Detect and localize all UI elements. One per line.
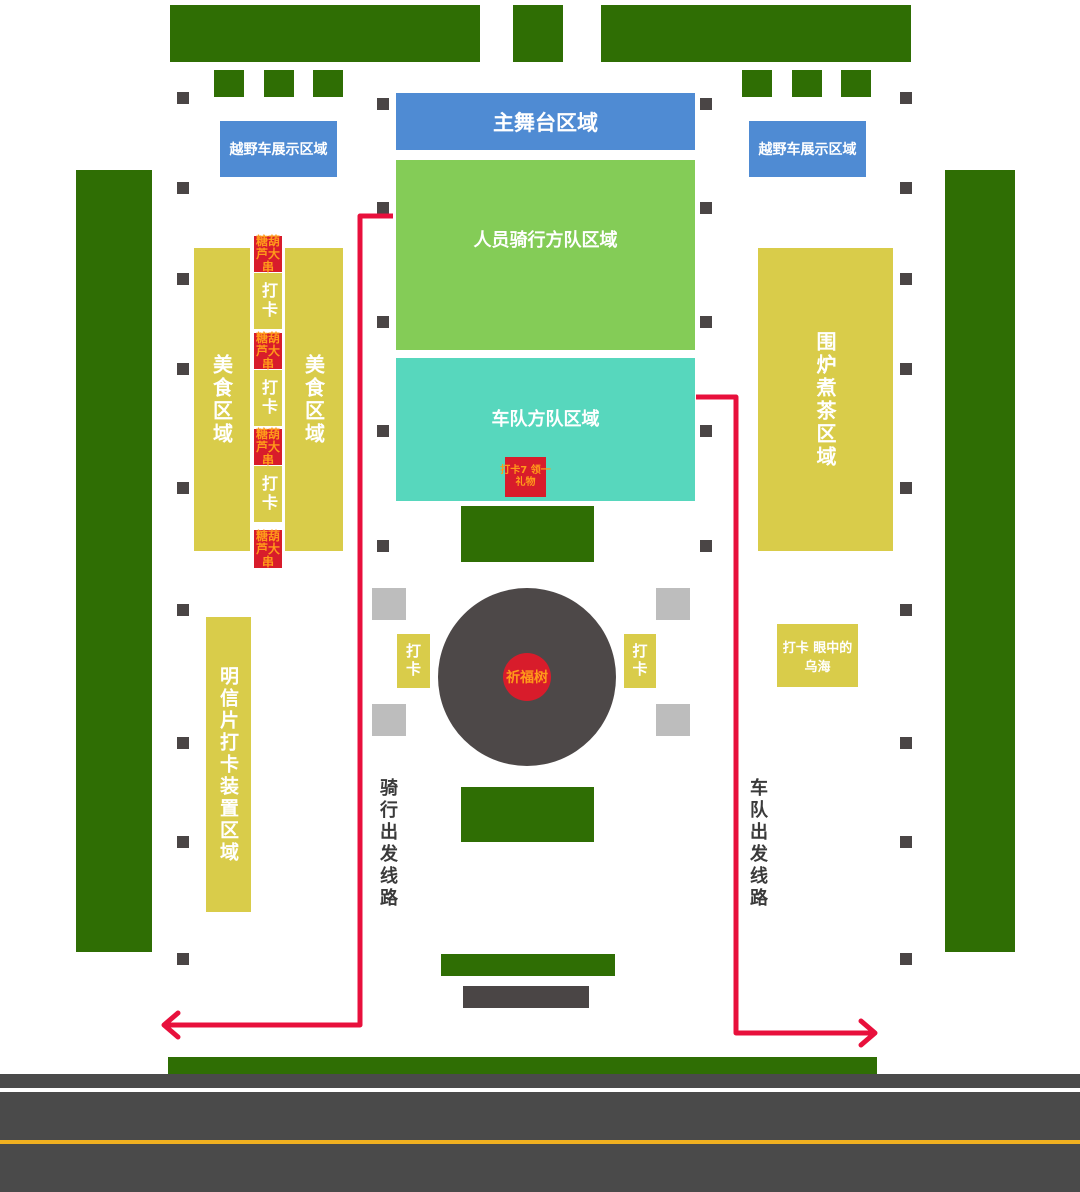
food-stall-sign[interactable]: 糖葫芦大串 <box>254 330 282 371</box>
food-stall-sign[interactable]: 糖葫芦大串 <box>254 528 282 569</box>
cycling-route-label: 骑行出发线路 <box>377 778 398 910</box>
food-stall-checkin-label: 打卡 <box>259 475 278 513</box>
greenery-center-upper <box>461 506 594 562</box>
offroad-display-right[interactable]: 越野车展示区域 <box>749 121 866 177</box>
greenery-block <box>792 70 822 97</box>
post <box>900 836 912 848</box>
prayer-tree-label: 祈福树 <box>506 670 548 686</box>
food-stall-sign[interactable]: 糖葫芦大串 <box>254 233 282 274</box>
post <box>377 202 389 214</box>
greenery-block <box>841 70 871 97</box>
greenery-block <box>214 70 244 97</box>
road-divider <box>0 1088 1080 1092</box>
food-stall-sign[interactable]: 糖葫芦大串 <box>254 426 282 467</box>
food-stall-sign-label: 糖葫芦大串 <box>255 233 280 274</box>
greenery-right-strip <box>945 170 1015 952</box>
greenery-left-strip <box>76 170 152 952</box>
post <box>177 836 189 848</box>
greenery-block <box>264 70 294 97</box>
food-left-label: 美食区域 <box>209 353 234 446</box>
grey-pad <box>372 704 406 736</box>
post <box>177 363 189 375</box>
gift-checkin-label: 打卡7 领一礼物 <box>500 465 551 488</box>
post <box>377 425 389 437</box>
checkin-right[interactable]: 打卡 <box>624 634 656 688</box>
greenery-bottom-bar <box>441 954 615 976</box>
food-stall-sign-label: 糖葫芦大串 <box>255 426 280 467</box>
food-stall-checkin[interactable]: 打卡 <box>254 370 282 426</box>
checkin-left[interactable]: 打卡 <box>397 634 430 688</box>
tea-zone[interactable]: 围炉煮茶区域 <box>758 248 893 551</box>
checkin-sea-label: 打卡 眼中的乌海 <box>782 640 853 675</box>
offroad-left-label: 越野车展示区域 <box>229 142 328 158</box>
fleet-route-line <box>696 394 874 1036</box>
cycling-route-line <box>165 213 393 1028</box>
main-stage-label: 主舞台区域 <box>493 110 598 135</box>
cycling-route-arrowhead <box>161 1010 181 1040</box>
greenery-top-left <box>170 5 480 62</box>
food-right-label: 美食区域 <box>301 353 326 446</box>
greenery-top-center <box>513 5 563 62</box>
grey-pad <box>372 588 406 620</box>
post <box>700 202 712 214</box>
road-upper-lane <box>0 1074 1080 1088</box>
main-stage-zone[interactable]: 主舞台区域 <box>396 93 695 150</box>
food-stall-checkin-label: 打卡 <box>259 379 278 417</box>
greenery-block <box>742 70 772 97</box>
greenery-block <box>313 70 343 97</box>
post <box>900 273 912 285</box>
prayer-tree[interactable]: 祈福树 <box>503 653 551 701</box>
food-stall-sign-label: 糖葫芦大串 <box>255 330 280 371</box>
food-zone-left[interactable]: 美食区域 <box>194 248 250 551</box>
grey-pad <box>656 588 690 620</box>
checkin-left-label: 打卡 <box>404 643 422 679</box>
cycling-phalanx-zone[interactable]: 人员骑行方队区域 <box>396 160 695 350</box>
postcard-zone[interactable]: 明信片打卡装置区域 <box>206 617 251 912</box>
post <box>900 482 912 494</box>
fleet-route-label: 车队出发线路 <box>747 778 768 910</box>
greenery-center-lower <box>461 787 594 842</box>
post <box>700 540 712 552</box>
post <box>900 604 912 616</box>
checkin-sea-view[interactable]: 打卡 眼中的乌海 <box>777 624 858 687</box>
post <box>377 540 389 552</box>
post <box>177 737 189 749</box>
food-zone-right[interactable]: 美食区域 <box>285 248 343 551</box>
checkin-right-label: 打卡 <box>630 643 649 679</box>
post <box>900 182 912 194</box>
post <box>700 316 712 328</box>
gift-checkin-booth[interactable]: 打卡7 领一礼物 <box>500 457 551 497</box>
post <box>177 92 189 104</box>
grey-pad <box>656 704 690 736</box>
food-stall-checkin-label: 打卡 <box>259 282 278 320</box>
post <box>377 98 389 110</box>
offroad-right-label: 越野车展示区域 <box>758 142 857 158</box>
fleet-route-arrowhead <box>858 1018 878 1048</box>
offroad-display-left[interactable]: 越野车展示区域 <box>220 121 337 177</box>
food-stall-sign-label: 糖葫芦大串 <box>255 528 280 569</box>
post <box>177 953 189 965</box>
fleet-phalanx-label: 车队方队区域 <box>491 408 600 430</box>
post <box>700 425 712 437</box>
post <box>377 316 389 328</box>
postcard-zone-label: 明信片打卡装置区域 <box>217 665 239 864</box>
food-stall-checkin[interactable]: 打卡 <box>254 273 282 329</box>
post <box>177 273 189 285</box>
post <box>900 953 912 965</box>
greenery-top-right <box>601 5 911 62</box>
post <box>900 92 912 104</box>
post <box>900 737 912 749</box>
bottom-dark-bar <box>463 986 589 1008</box>
post <box>177 182 189 194</box>
tea-zone-label: 围炉煮茶区域 <box>813 330 837 469</box>
food-stall-checkin[interactable]: 打卡 <box>254 466 282 522</box>
post <box>700 98 712 110</box>
road-center-line <box>0 1140 1080 1144</box>
post <box>177 482 189 494</box>
greenery-roadside <box>168 1057 877 1074</box>
post <box>900 363 912 375</box>
post <box>177 604 189 616</box>
cycling-phalanx-label: 人员骑行方队区域 <box>473 230 618 251</box>
